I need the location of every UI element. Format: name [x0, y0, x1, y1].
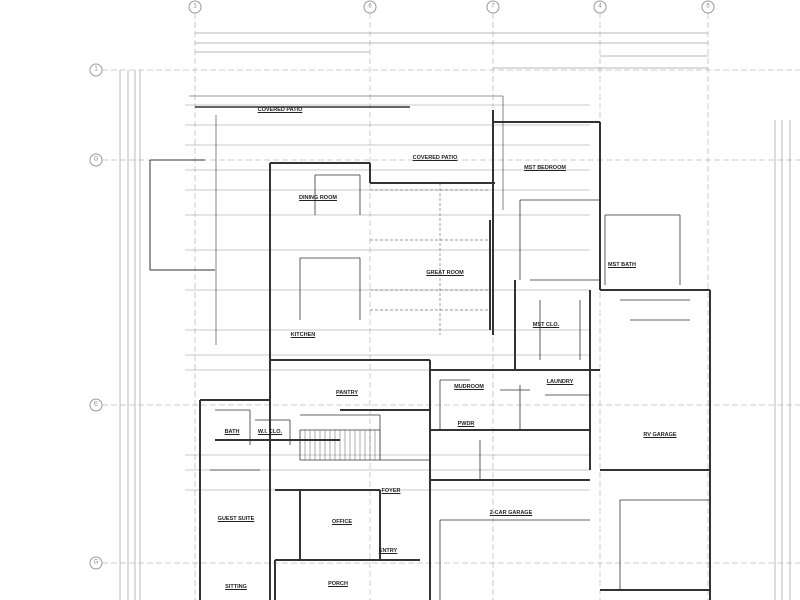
room-label-entry: ENTRY — [378, 548, 398, 554]
room-label-pantry: PANTRY — [336, 390, 358, 396]
room-label-office: OFFICE — [331, 519, 353, 525]
room-label-covered-patio: COVERED PATIO — [412, 155, 458, 161]
room-label-bath: BATH — [224, 429, 240, 435]
grid-bubble-top: 5 — [701, 0, 715, 14]
room-label-laundry: LAUNDRY — [546, 379, 574, 385]
grid-bubble-top: 7 — [486, 0, 500, 14]
room-label-covered-patio: COVERED PATIO — [257, 107, 303, 113]
room-label-mst-clo: MST CLO. — [532, 322, 560, 328]
grid-bubble-top: 6 — [363, 0, 377, 14]
room-label-mudroom: MUDROOM — [454, 384, 484, 390]
room-label-great-room: GREAT ROOM — [426, 270, 464, 276]
room-label-mst-bedroom: MST BEDROOM — [524, 165, 566, 171]
grid-bubble-top: 4 — [593, 0, 607, 14]
grid-bubble-left: G — [89, 153, 103, 167]
room-label-mst-bath: MST BATH — [607, 262, 637, 268]
room-label-rv-garage: RV GARAGE — [643, 432, 677, 438]
room-label-2-car-garage: 2-CAR GARAGE — [489, 510, 533, 516]
grid-bubble-left: G — [89, 556, 103, 570]
room-label-wi-clo: W.I. CLO. — [257, 429, 283, 435]
grid-bubble-top: 1 — [188, 0, 202, 14]
grid-bubble-left: E — [89, 398, 103, 412]
room-label-guest-suite: GUEST SUITE — [217, 516, 255, 522]
room-label-porch: PORCH — [328, 581, 348, 587]
room-label-pwdr: PWDR — [457, 421, 475, 427]
room-label-dining-room: DINING ROOM — [299, 195, 337, 201]
grid-bubble-left: 1 — [89, 63, 103, 77]
room-label-sitting: SITTING — [225, 584, 247, 590]
room-label-kitchen: KITCHEN — [290, 332, 316, 338]
room-label-foyer: FOYER — [381, 488, 401, 494]
